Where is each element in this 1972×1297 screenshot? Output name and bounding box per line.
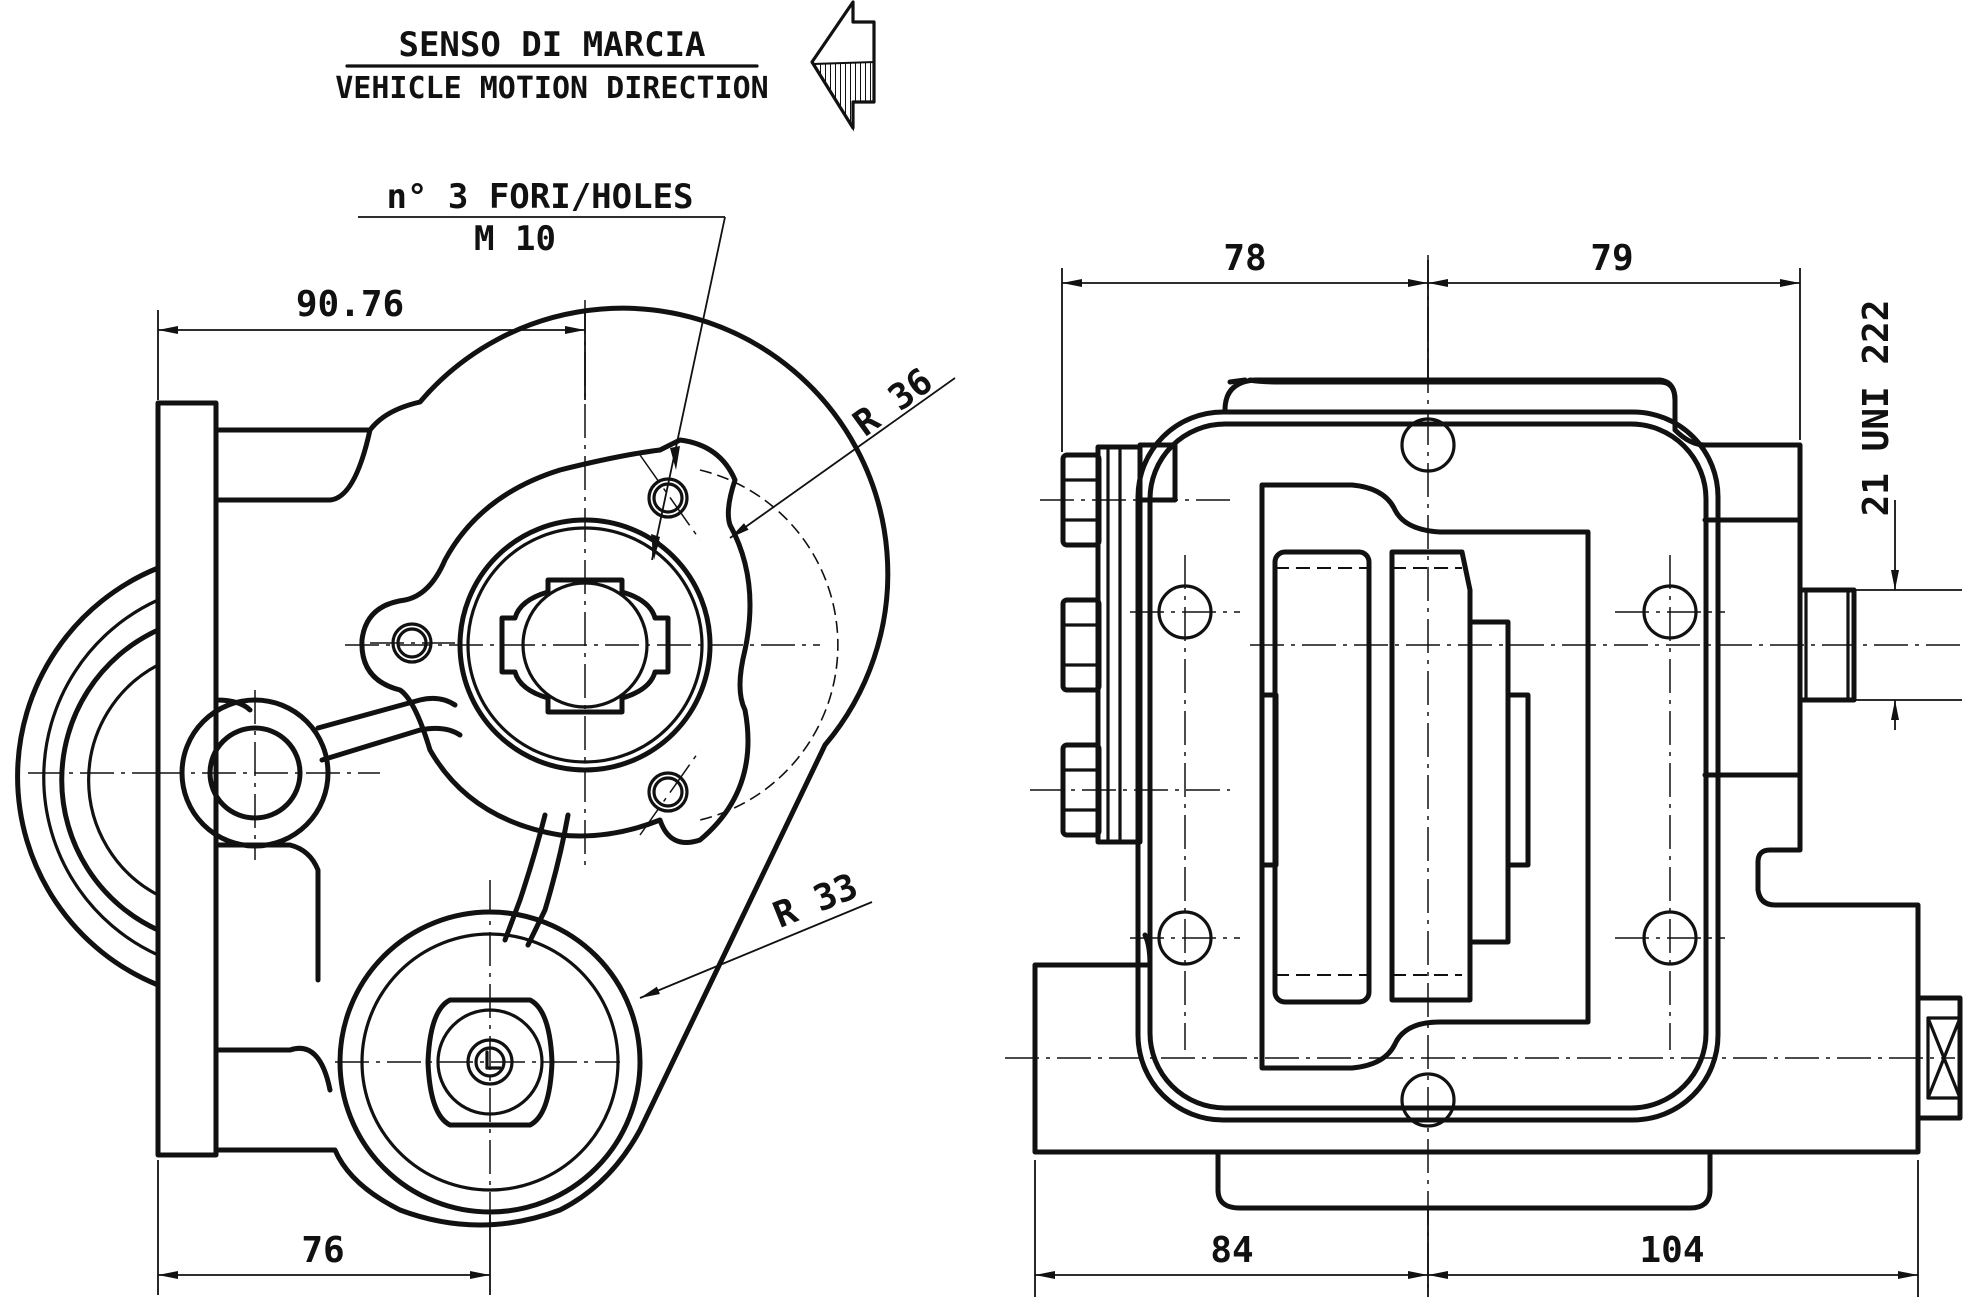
dim-shaft: 21 UNI 222 (1856, 300, 1897, 517)
inner-shaft (1467, 619, 1511, 945)
holes-callout-line1: n° 3 FORI/HOLES (386, 177, 693, 217)
lower-pulley (337, 909, 643, 1215)
side-housing-outline (1032, 377, 1921, 1155)
dim-top-left: 78 (1223, 238, 1266, 279)
housing-outline (213, 305, 891, 1228)
direction-label-en: VEHICLE MOTION DIRECTION (335, 71, 768, 106)
cover-plate-holes (1157, 417, 1698, 1128)
left-arc-cover (15, 565, 161, 988)
dim-bottom-left: 84 (1210, 1230, 1253, 1271)
holes-callout-line2: M 10 (474, 219, 556, 259)
idler-hole (207, 725, 303, 821)
dim-bottom-width: 76 (301, 1230, 344, 1271)
gear-block-2 (1389, 549, 1473, 1003)
direction-label-it: SENSO DI MARCIA (398, 25, 705, 65)
main-bore-outer (457, 517, 713, 773)
mounting-flange (155, 400, 219, 1158)
splined-shaft (499, 577, 671, 715)
dim-top-width: 90.76 (296, 284, 404, 325)
motion-direction-arrow-icon (810, 0, 876, 132)
flange-bolts (1060, 452, 1102, 838)
dim-top-right: 79 (1590, 238, 1633, 279)
drain-plug (1915, 995, 1963, 1121)
front-view: n° 3 FORI/HOLES M 10 90.76 R 36 R 33 76 (15, 177, 956, 1295)
output-shaft (1797, 587, 1857, 703)
side-view: 78 79 21 UNI 222 84 104 (1005, 238, 1963, 1297)
dim-bottom-right: 104 (1639, 1230, 1704, 1271)
motion-direction-header: SENSO DI MARCIA VEHICLE MOTION DIRECTION (335, 0, 876, 132)
output-flange-pad (359, 437, 753, 845)
dim-radius-large: R 36 (846, 361, 940, 445)
gear-block-1 (1272, 549, 1372, 1005)
idler-boss (179, 697, 331, 849)
